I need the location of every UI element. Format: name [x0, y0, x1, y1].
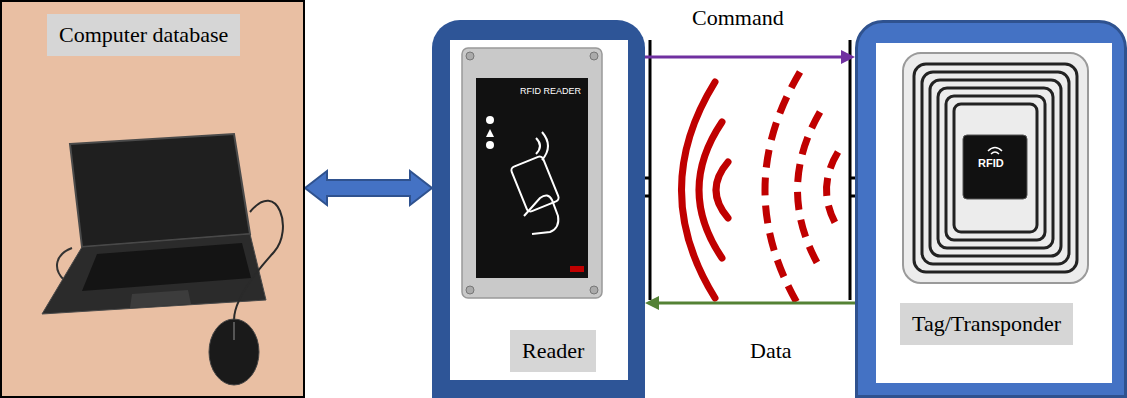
dashed-wave [765, 72, 800, 308]
reader-housing [462, 48, 602, 298]
reader-face [476, 78, 588, 278]
tag-panel-inner [876, 43, 1112, 383]
mouse-wheel [233, 322, 235, 340]
laptop-screen [70, 134, 250, 247]
reader-antenna-line [649, 40, 652, 300]
edge-label: Data [748, 338, 794, 364]
arrow-head [841, 50, 855, 64]
arrow-shaft [645, 56, 841, 59]
laptop-illustration [2, 2, 307, 398]
chip-label: RFID [978, 157, 1004, 170]
reader-panel: Reader [432, 20, 645, 398]
screw [466, 286, 474, 294]
dashed-wave [827, 152, 839, 228]
screw [466, 52, 474, 60]
antenna-wire [645, 177, 650, 180]
tag-body [903, 53, 1088, 283]
antenna-wire [645, 195, 650, 198]
chip-wave-icon [991, 152, 999, 154]
screw [590, 52, 598, 60]
reader-panel-inner [450, 40, 628, 380]
brand-mark [570, 266, 584, 272]
double-block-arrow [305, 171, 432, 205]
computer-panel: Computer database [0, 0, 305, 398]
dashed-wave [798, 112, 821, 268]
device-label: RFID READER [520, 86, 581, 97]
antenna-loop [938, 88, 1053, 248]
antenna-loop [914, 64, 1077, 272]
solid-wave [716, 162, 728, 218]
laptop-touchpad [130, 290, 191, 308]
node-label: Tag/Transponder [900, 303, 1073, 345]
edge-label: Command [690, 5, 786, 31]
antenna-loop [922, 72, 1069, 264]
node-label: Reader [510, 330, 596, 372]
antenna-loop [946, 96, 1045, 240]
laptop-base [42, 234, 266, 314]
arrow-body [305, 171, 432, 205]
tag-panel: Tag/Transponder [855, 20, 1127, 398]
tag-antenna-line [849, 40, 852, 300]
hand-icon [524, 195, 558, 234]
node-label: Computer database [47, 14, 240, 56]
tag-chip [963, 135, 1027, 199]
status-icon [486, 141, 494, 149]
signal-arrow [645, 296, 855, 310]
mouse-cable [234, 201, 283, 320]
signal-arrow [645, 50, 855, 64]
status-icon [486, 129, 494, 137]
arrow-head [645, 296, 659, 310]
reader-wave-icon [536, 138, 540, 154]
mouse [209, 319, 259, 385]
antenna-loop [930, 80, 1061, 256]
reader-wave-icon [542, 132, 548, 160]
laptop-keyboard [82, 243, 251, 291]
status-icon [486, 116, 494, 124]
chip-wave-icon [988, 148, 1002, 152]
arrow-shaft [659, 302, 855, 305]
antenna-loop [954, 104, 1037, 232]
screw [590, 286, 598, 294]
